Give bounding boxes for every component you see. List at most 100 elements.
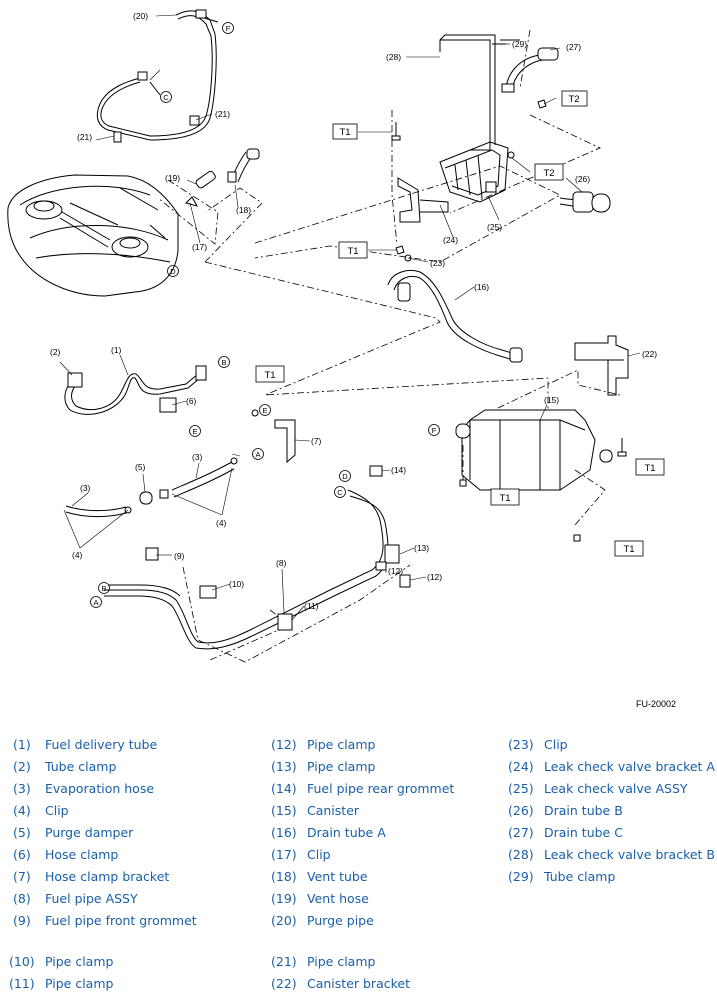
callout-13: (13) [414,543,429,553]
fuel-pipe-assy [104,465,411,650]
legend-item: (4)Clip [13,803,69,818]
legend-num: (15) [271,803,297,818]
legend-num: (2) [13,759,31,774]
legend-num: (24) [508,759,534,774]
legend-item: (21)Pipe clamp [271,954,375,969]
torque-labels: T1 T2 T2 T1 T1 T1 T1 T1 [264,94,655,555]
legend-num: (11) [9,976,35,991]
exploded-parts-diagram: T1 T2 T2 T1 T1 T1 T1 T1 F C D B E E A D … [7,9,665,663]
callout-1: (1) [111,345,122,355]
legend-num: (17) [271,847,297,862]
legend-item: (11) Pipe clamp [9,976,113,991]
legend-num: (25) [508,781,534,796]
legend-item: (9)Fuel pipe front grommet [13,913,197,928]
connector-b-label: B [101,584,106,593]
legend-item: (26)Drain tube B [508,803,623,818]
legend-item: (16)Drain tube A [271,825,386,840]
callout-11: (11) [304,601,319,611]
callout-12: (12) [427,572,442,582]
drain-tube-c [501,47,559,93]
vent-hose-assembly [185,148,260,207]
connector-c-label: C [163,93,169,102]
callout-7: (7) [311,436,322,446]
drain-tube-b [559,191,611,213]
legend-num: (28) [508,847,534,862]
legend-item: (23)Clip [508,737,568,752]
callout-25: (25) [487,222,502,232]
legend-num: (4) [13,803,31,818]
callout-9: (9) [174,551,185,561]
legend-item: (18)Vent tube [271,869,368,884]
legend-label: Canister bracket [307,976,410,991]
torque-boxes [255,90,665,557]
legend-num: (1) [13,737,31,752]
legend-item: (20)Purge pipe [271,913,374,928]
hose-clamp-bracket [251,409,296,464]
callout-3: (3) [192,452,203,462]
callout-26: (26) [575,174,590,184]
callout-20: (20) [133,11,148,21]
legend-label: Hose clamp [45,847,119,862]
legend-num: (29) [508,869,534,884]
legend-label: Hose clamp bracket [45,869,170,884]
callout-numbers: (20) (28) (29) (27) (26) (25) (24) (23) … [50,11,657,611]
callout-21: (21) [77,132,92,142]
legend-item: (29) Tube clamp [508,869,615,884]
connector-d-label: D [342,472,348,481]
connector-e-label: E [262,406,267,415]
legend-num: (8) [13,891,31,906]
connector-e-label: E [192,427,197,436]
callout-14: (14) [391,465,406,475]
callout-21: (21) [215,109,230,119]
legend-label: Evaporation hose [45,781,155,796]
torque-t1-label: T1 [264,370,275,381]
connector-b-label: B [221,358,226,367]
legend-item: (25) Leak check valve ASSY [508,781,688,796]
callout-2: (2) [50,347,61,357]
torque-t2-label: T2 [568,94,579,105]
legend-num: (7) [13,869,31,884]
callout-18: (18) [236,205,251,215]
legend-item: (5)Purge damper [13,825,133,840]
legend-label: Vent hose [307,891,369,906]
connector-letters: F C D B E E A D C F B A [93,24,436,607]
callout-4: (4) [72,550,83,560]
legend-label: Pipe clamp [45,976,114,991]
callout-3: (3) [80,483,91,493]
callout-22: (22) [642,349,657,359]
legend-item: (27)Drain tube C [508,825,623,840]
legend-item: (14)Fuel pipe rear grommet [271,781,454,796]
torque-t2-label: T2 [543,168,554,179]
legend-label: Tube clamp [544,869,616,884]
connector-f-label: F [432,426,437,435]
callout-6: (6) [186,396,197,406]
legend-num: (3) [13,781,31,796]
legend-label: Tube clamp [45,759,117,774]
legend-item: (12)Pipe clamp [271,737,375,752]
torque-t1-label: T1 [347,246,358,257]
callout-16: (16) [474,282,489,292]
callout-12: (12) [388,566,403,576]
legend-item: (10)Pipe clamp [9,954,113,969]
leader-lines [59,14,641,621]
legend-num: (18) [271,869,297,884]
legend-label: Leak check valve ASSY [544,781,688,796]
legend-item: (15)Canister [271,803,359,818]
evaporation-hoses [65,457,238,518]
legend-item: (2) Tube clamp [13,759,116,774]
legend-num: (22) [271,976,297,991]
drain-tube-a [387,270,523,363]
legend-num: (6) [13,847,31,862]
legend-label: Fuel delivery tube [45,737,158,752]
legend-num: (21) [271,954,297,969]
legend-num: (19) [271,891,297,906]
legend-num: (16) [271,825,297,840]
legend-label: Fuel pipe ASSY [45,891,138,906]
legend-num: (14) [271,781,297,796]
callout-28: (28) [386,52,401,62]
purge-pipe [96,9,219,143]
legend-item: (3) Evaporation hose [13,781,154,796]
legend-item: (1) Fuel delivery tube [13,737,157,752]
legend-item: (13)Pipe clamp [271,759,375,774]
callout-23: (23) [430,258,445,268]
